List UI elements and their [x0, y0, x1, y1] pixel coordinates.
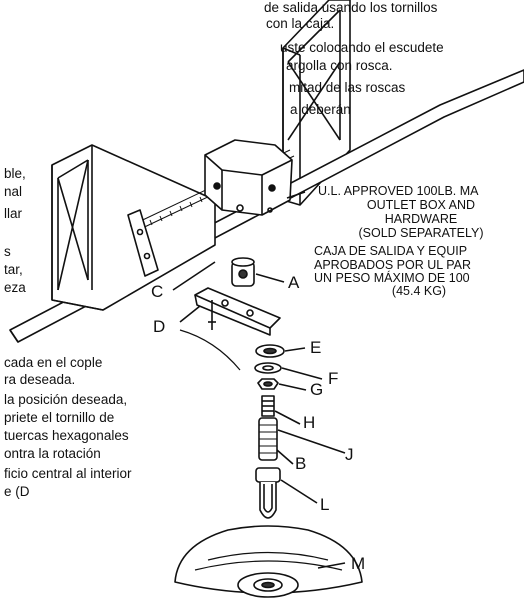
label-h: H	[303, 413, 316, 432]
loop-l	[255, 467, 281, 519]
label-g: G	[310, 380, 324, 399]
label-c: C	[151, 282, 164, 301]
instruction-line: con la caja.	[266, 16, 335, 31]
nipple-h	[261, 395, 275, 417]
instruction-line: ble,	[4, 166, 26, 181]
instruction-line: s	[4, 244, 11, 259]
instruction-line: de salida usando los tornillos	[264, 0, 438, 15]
instruction-line: llar	[4, 206, 23, 221]
note-line: UN PESO MÁXIMO DE 100	[314, 271, 470, 285]
ring-e	[255, 344, 285, 358]
instruction-line: nal	[4, 184, 23, 199]
canopy-m	[174, 525, 363, 598]
instruction-line: ficio central al interior	[4, 466, 132, 481]
label-l: L	[320, 495, 330, 514]
label-m: M	[351, 554, 366, 573]
label-j: J	[345, 445, 354, 464]
instruction-line: la posición deseada,	[4, 392, 128, 407]
label-b: B	[295, 454, 307, 473]
leader-lines	[172, 191, 346, 569]
instruction-line: ra deseada.	[4, 372, 76, 387]
note-line: (45.4 KG)	[391, 284, 447, 298]
note-line: HARDWARE	[384, 212, 458, 226]
crossbar-d	[179, 287, 281, 371]
pipe-j	[258, 417, 278, 461]
label-e: E	[310, 338, 322, 357]
nut-g	[257, 378, 279, 390]
coupling-a	[231, 257, 255, 287]
instruction-line: a deberán	[290, 102, 351, 117]
instruction-line: eza	[4, 280, 26, 295]
label-f: F	[328, 369, 339, 388]
note-line: CAJA DE SALIDA Y EQUIP	[314, 244, 468, 258]
washer-f	[254, 362, 282, 374]
instruction-line: cada en el cople	[4, 355, 103, 370]
instruction-line: argolla con rosca.	[286, 58, 393, 73]
instruction-line: uste colocando el escudete	[280, 40, 444, 55]
note-line: (SOLD SEPARATELY)	[358, 226, 484, 240]
instruction-line: priete el tornillo de	[4, 410, 115, 425]
mounting-bracket	[127, 209, 159, 277]
label-a: A	[288, 273, 300, 292]
instruction-line: ontra la rotación	[4, 446, 101, 461]
note-line: APROBADOS POR UL PAR	[314, 258, 471, 272]
instruction-line: tar,	[4, 262, 23, 277]
outlet-box	[204, 139, 293, 216]
label-d: D	[153, 317, 166, 336]
instruction-line: tuercas hexagonales	[4, 428, 129, 443]
instruction-line: e (D	[4, 484, 30, 499]
note-line: U.L. APPROVED 100LB. MA	[318, 184, 479, 198]
instruction-line: mitad de las roscas	[289, 80, 406, 95]
note-line: OUTLET BOX AND	[366, 198, 476, 212]
